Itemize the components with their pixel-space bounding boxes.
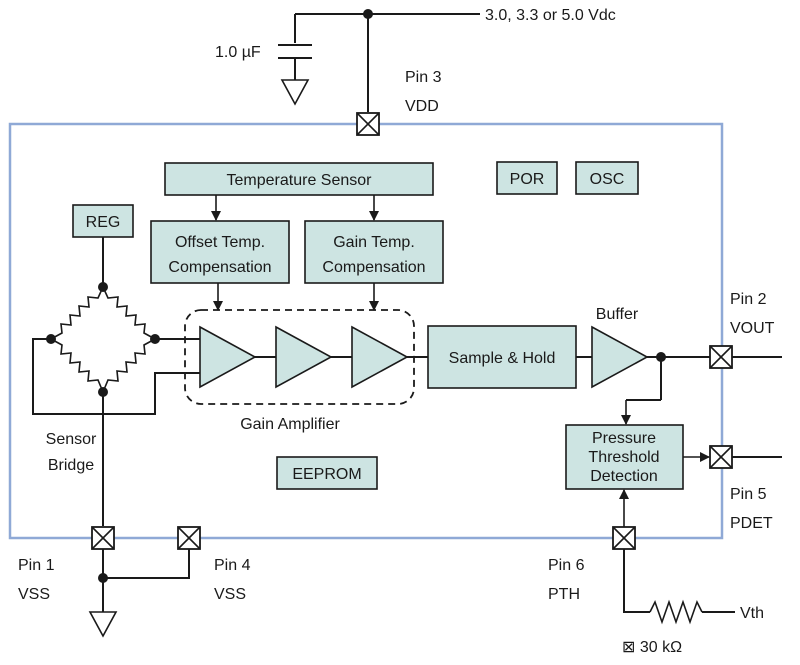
por-block xyxy=(496,161,558,195)
sample-hold-label: Sample & Hold xyxy=(449,350,556,367)
pressure-line-1: Pressure xyxy=(592,430,656,447)
pin-6-function: PTH xyxy=(548,586,580,603)
capacitor-label: 1.0 µF xyxy=(215,44,261,61)
temperature-sensor-block xyxy=(164,162,434,196)
amplifier-stage-2 xyxy=(275,325,333,389)
buffer-amplifier xyxy=(591,325,649,389)
pin-6-label: Pin 6 xyxy=(548,557,585,574)
offset-temp-compensation-block xyxy=(150,220,290,284)
vth-label: Vth xyxy=(740,605,764,622)
gain-temp-compensation-block xyxy=(304,220,444,284)
supply-wiring xyxy=(278,9,480,112)
amplifier-stage-1 xyxy=(199,325,257,389)
pin-5-pad xyxy=(709,445,733,469)
resistor-value-label: ⊠ 30 kΩ xyxy=(622,639,682,656)
threshold-resistor xyxy=(623,549,735,625)
gain-temp-line-1: Gain Temp. xyxy=(333,234,415,251)
pin-2-function: VOUT xyxy=(730,320,775,337)
pin-5-label: Pin 5 xyxy=(730,486,767,503)
pin-3-label: Pin 3 xyxy=(405,69,442,86)
sensor-bridge-line-1: Sensor xyxy=(46,431,97,448)
pin-4-function: VSS xyxy=(214,586,246,603)
pin-1-pad xyxy=(91,526,115,550)
pressure-threshold-detection-block xyxy=(565,424,684,490)
pin-3-function: VDD xyxy=(405,98,439,115)
pin-2-label: Pin 2 xyxy=(730,291,767,308)
amplifier-stage-3 xyxy=(351,325,409,389)
pin-1-function: VSS xyxy=(18,586,50,603)
pin-5-function: PDET xyxy=(730,515,773,532)
pin-3-pad xyxy=(356,112,380,136)
pin-6-pad xyxy=(612,526,636,550)
ground-symbol xyxy=(88,611,118,638)
eeprom-label: EEPROM xyxy=(292,466,361,483)
pin-2-pad xyxy=(709,345,733,369)
pin-4-pad xyxy=(177,526,201,550)
temperature-sensor-label: Temperature Sensor xyxy=(227,172,373,189)
sensor-bridge-line-2: Bridge xyxy=(48,457,94,474)
pin-4-label: Pin 4 xyxy=(214,557,251,574)
sensor-bridge xyxy=(32,237,200,526)
offset-temp-line-2: Compensation xyxy=(168,259,271,276)
pressure-line-2: Threshold xyxy=(588,449,659,466)
eeprom-block xyxy=(276,456,378,490)
gain-amplifier-label: Gain Amplifier xyxy=(240,416,340,433)
supply-voltage-label: 3.0, 3.3 or 5.0 Vdc xyxy=(485,7,616,24)
pressure-line-3: Detection xyxy=(590,468,658,485)
por-label: POR xyxy=(510,171,545,188)
reg-label: REG xyxy=(86,214,121,231)
offset-temp-line-1: Offset Temp. xyxy=(175,234,265,251)
gain-temp-line-2: Compensation xyxy=(322,259,425,276)
buffer-label: Buffer xyxy=(596,306,639,323)
osc-block xyxy=(575,161,639,195)
osc-label: OSC xyxy=(590,171,625,188)
pin-1-label: Pin 1 xyxy=(18,557,55,574)
